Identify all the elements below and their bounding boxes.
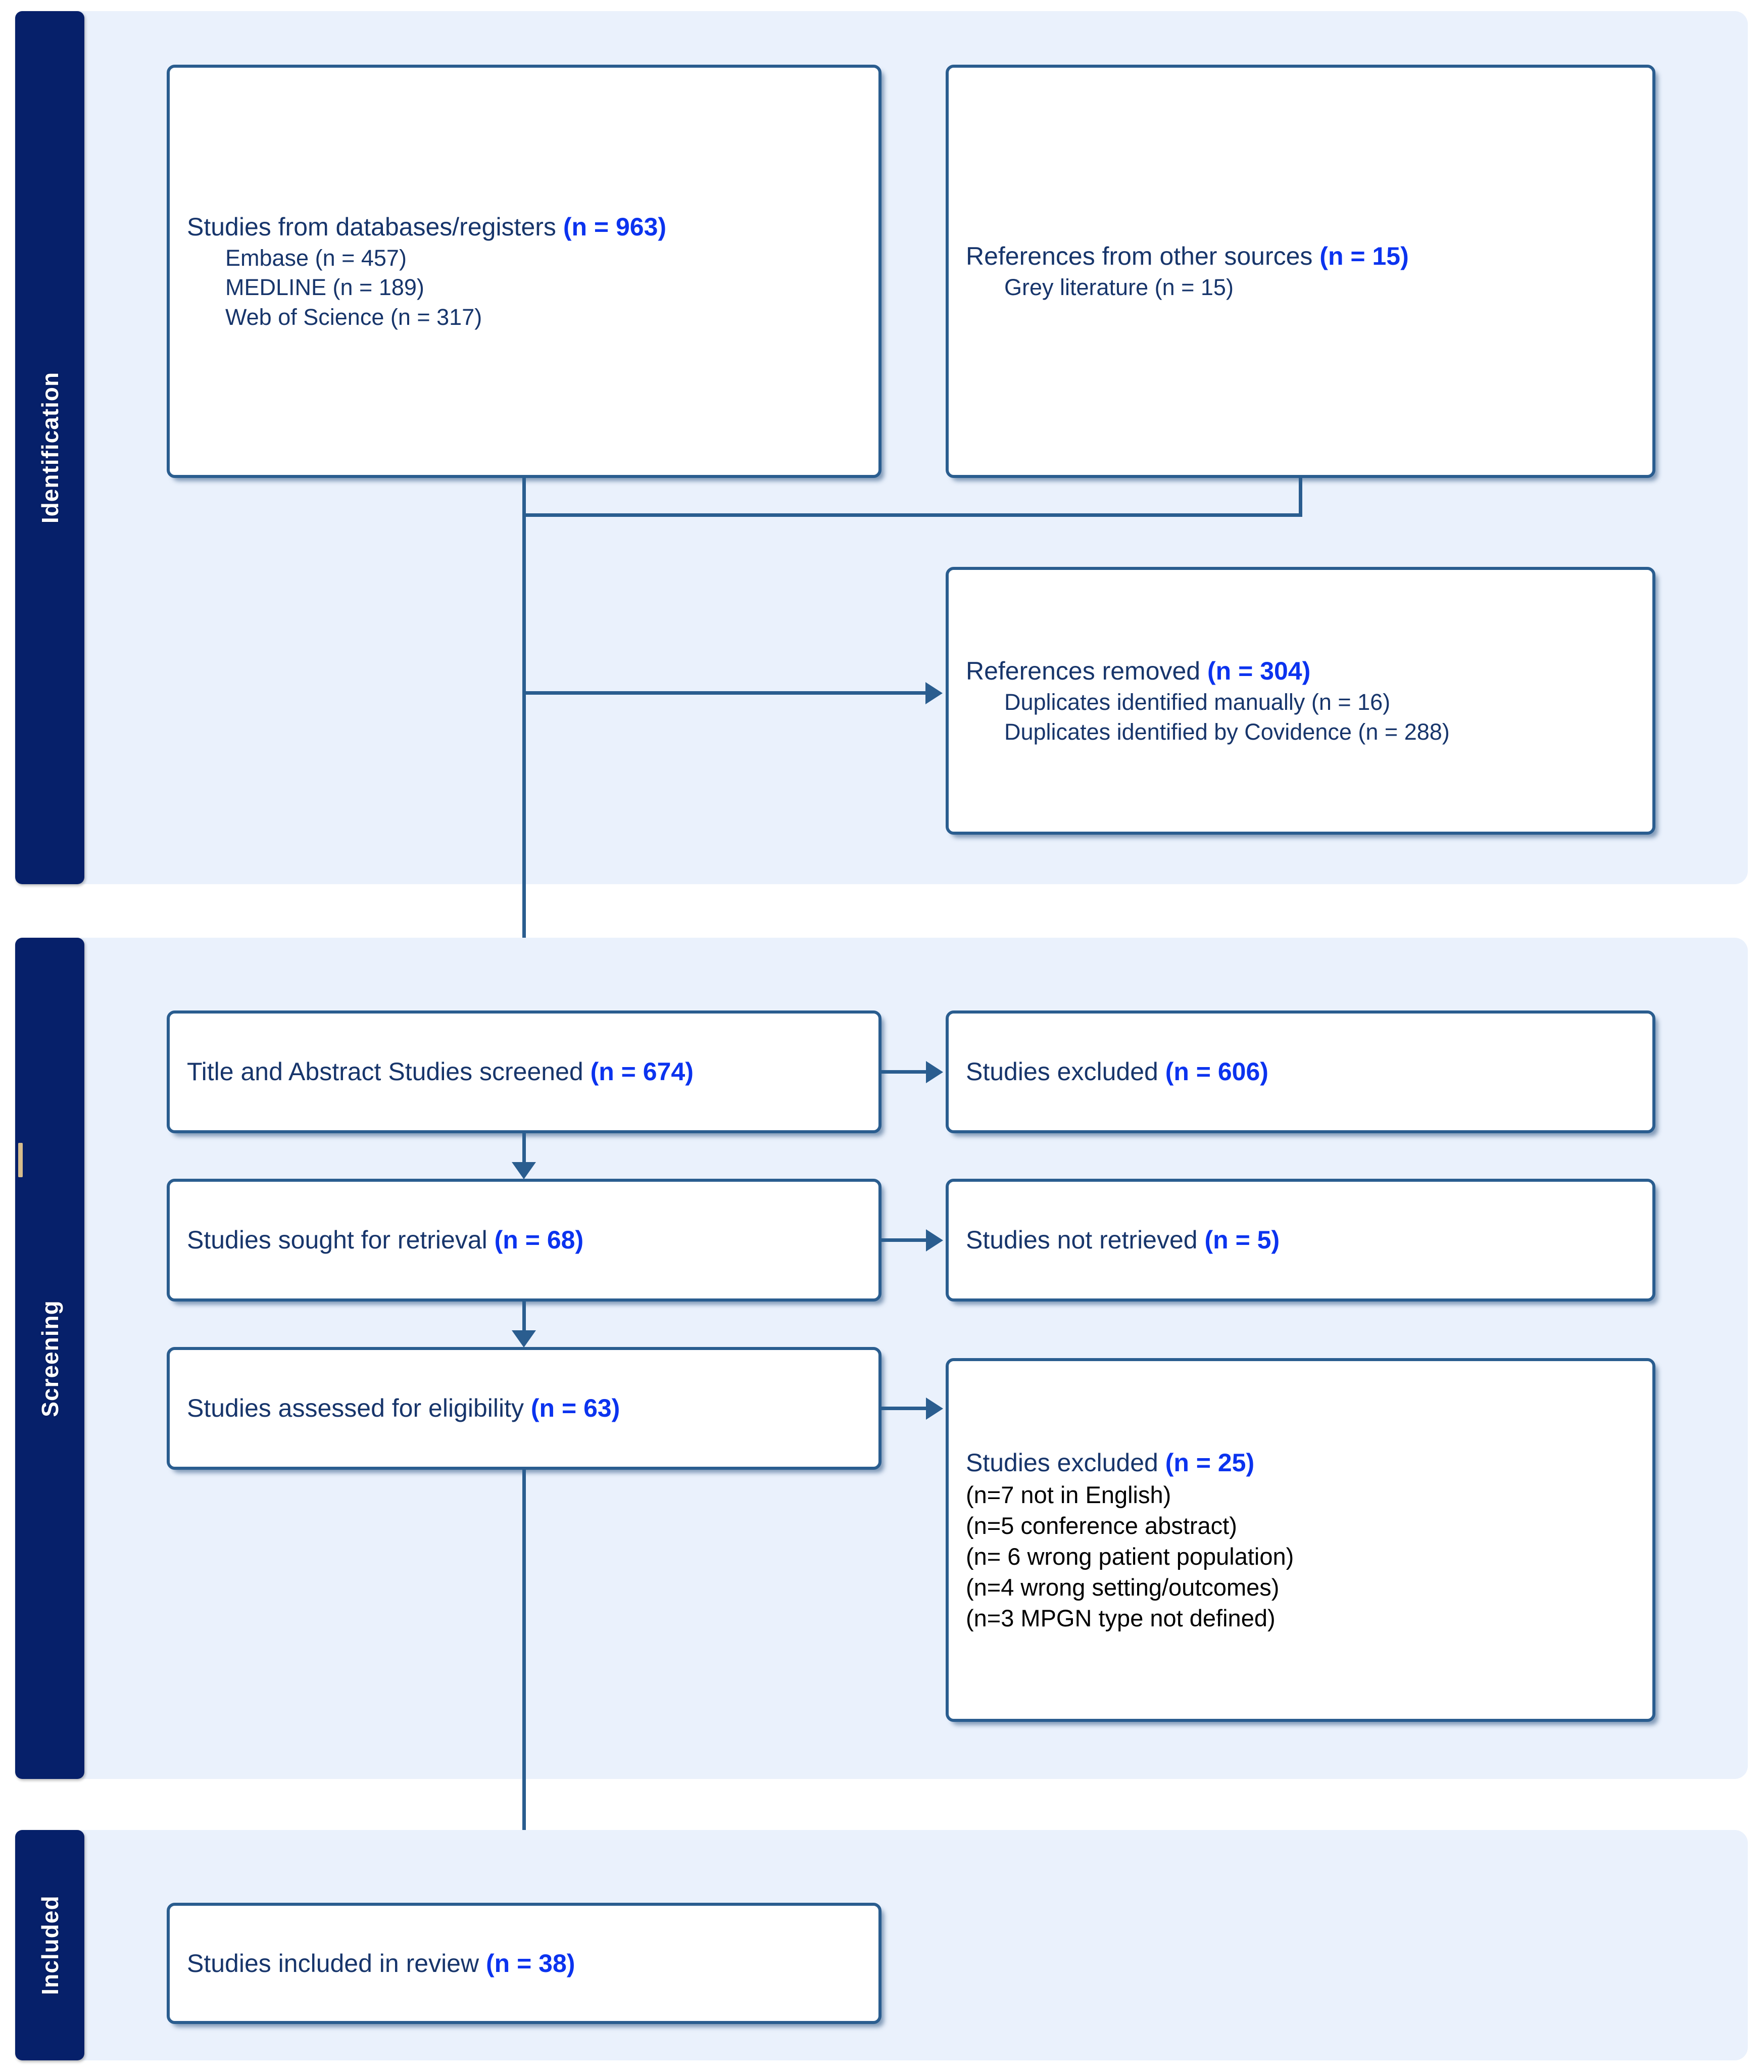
databases-head-count: (n = 963) xyxy=(563,212,667,241)
box-assessed-for-eligibility: Studies assessed for eligibility (n = 63… xyxy=(167,1347,881,1470)
exclusion-reason-setting: (n=4 wrong setting/outcomes) xyxy=(966,1574,1280,1601)
included-review-head-text: Studies included in review xyxy=(187,1949,486,1978)
not-retrieved-head-text: Studies not retrieved xyxy=(966,1226,1205,1254)
removed-sub-covidence: Duplicates identified by Covidence (n = … xyxy=(1004,718,1450,745)
screened-head-text: Title and Abstract Studies screened xyxy=(187,1057,591,1086)
excluded-eligibility-head-text: Studies excluded xyxy=(966,1448,1165,1477)
connector-merge-horizontal xyxy=(522,513,1302,517)
connector-identification-to-screening xyxy=(522,691,526,1010)
removed-headline: References removed (n = 304) xyxy=(966,655,1635,688)
connector-screened-to-excluded xyxy=(881,1070,927,1074)
screening-tick-marker xyxy=(18,1143,23,1177)
sought-head-text: Studies sought for retrieval xyxy=(187,1226,495,1254)
identification-label: Identification xyxy=(36,371,63,524)
assessed-headline: Studies assessed for eligibility (n = 63… xyxy=(187,1392,861,1425)
not-retrieved-head-count: (n = 5) xyxy=(1204,1226,1280,1254)
included-review-head-count: (n = 38) xyxy=(486,1949,575,1978)
excluded-screening-headline: Studies excluded (n = 606) xyxy=(966,1055,1635,1088)
databases-headline: Studies from databases/registers (n = 96… xyxy=(187,211,861,244)
arrowhead-screened-excluded xyxy=(926,1061,943,1083)
not-retrieved-headline: Studies not retrieved (n = 5) xyxy=(966,1224,1635,1257)
databases-sub-wos: Web of Science (n = 317) xyxy=(225,304,482,330)
connector-other-down xyxy=(1299,478,1302,516)
box-studies-excluded-eligibility: Studies excluded (n = 25) (n=7 not in En… xyxy=(946,1358,1655,1722)
exclusion-reason-population: (n= 6 wrong patient population) xyxy=(966,1543,1294,1570)
included-tab: Included xyxy=(15,1830,84,2060)
arrowhead-sought-notretrieved xyxy=(926,1229,943,1251)
connector-databases-down xyxy=(522,478,526,516)
box-databases-registers: Studies from databases/registers (n = 96… xyxy=(167,65,881,478)
assessed-head-text: Studies assessed for eligibility xyxy=(187,1394,531,1422)
other-sources-sub-grey: Grey literature (n = 15) xyxy=(1004,274,1234,301)
box-studies-not-retrieved: Studies not retrieved (n = 5) xyxy=(946,1179,1655,1302)
screened-head-count: (n = 674) xyxy=(590,1057,694,1086)
databases-head-text: Studies from databases/registers xyxy=(187,212,563,241)
identification-tab: Identification xyxy=(15,11,84,884)
excluded-screening-head-count: (n = 606) xyxy=(1165,1057,1268,1086)
sought-head-count: (n = 68) xyxy=(494,1226,584,1254)
box-studies-excluded-screening: Studies excluded (n = 606) xyxy=(946,1010,1655,1133)
box-studies-included-in-review: Studies included in review (n = 38) xyxy=(167,1903,881,2024)
connector-sought-to-notretrieved xyxy=(881,1238,927,1242)
screening-tab: Screening xyxy=(15,938,84,1779)
included-label: Included xyxy=(36,1895,63,1995)
connector-trunk-identification xyxy=(522,513,526,693)
connector-screened-to-sought xyxy=(522,1133,526,1174)
exclusion-reason-abstract: (n=5 conference abstract) xyxy=(966,1512,1237,1539)
connector-assessed-to-included xyxy=(522,1470,526,1908)
box-references-removed: References removed (n = 304) Duplicates … xyxy=(946,567,1655,835)
excluded-screening-head-text: Studies excluded xyxy=(966,1057,1165,1086)
arrowhead-assessed-excluded xyxy=(926,1398,943,1420)
removed-sub-manual: Duplicates identified manually (n = 16) xyxy=(1004,689,1391,715)
excluded-eligibility-head-count: (n = 25) xyxy=(1165,1448,1255,1477)
connector-to-removed xyxy=(522,691,926,695)
arrowhead-to-removed xyxy=(925,682,943,704)
box-title-abstract-screened: Title and Abstract Studies screened (n =… xyxy=(167,1010,881,1133)
arrowhead-to-assessed xyxy=(512,1330,536,1347)
box-other-sources: References from other sources (n = 15) G… xyxy=(946,65,1655,478)
removed-head-text: References removed xyxy=(966,657,1208,685)
arrowhead-to-sought xyxy=(512,1162,536,1179)
sought-headline: Studies sought for retrieval (n = 68) xyxy=(187,1224,861,1257)
databases-sub-embase: Embase (n = 457) xyxy=(225,245,407,271)
excluded-eligibility-headline: Studies excluded (n = 25) xyxy=(966,1447,1635,1479)
connector-assessed-to-excluded xyxy=(881,1407,927,1410)
box-sought-for-retrieval: Studies sought for retrieval (n = 68) xyxy=(167,1179,881,1302)
other-sources-head-count: (n = 15) xyxy=(1319,242,1409,271)
connector-sought-to-assessed xyxy=(522,1302,526,1342)
screened-headline: Title and Abstract Studies screened (n =… xyxy=(187,1055,861,1088)
removed-head-count: (n = 304) xyxy=(1207,657,1311,685)
other-sources-head-text: References from other sources xyxy=(966,242,1320,271)
screening-label: Screening xyxy=(36,1299,63,1417)
included-review-headline: Studies included in review (n = 38) xyxy=(187,1947,861,1980)
databases-sub-medline: MEDLINE (n = 189) xyxy=(225,274,424,301)
assessed-head-count: (n = 63) xyxy=(530,1394,620,1422)
other-sources-headline: References from other sources (n = 15) xyxy=(966,240,1635,273)
exclusion-reason-english: (n=7 not in English) xyxy=(966,1481,1171,1508)
exclusion-reason-mpgn: (n=3 MPGN type not defined) xyxy=(966,1605,1276,1632)
